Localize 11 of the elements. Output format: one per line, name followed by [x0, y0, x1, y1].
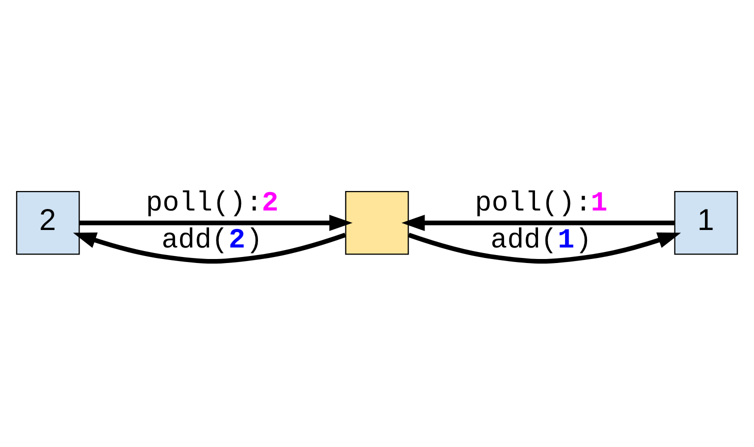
arrow [408, 232, 681, 264]
node-box: 2 [16, 191, 80, 255]
node-box [345, 191, 409, 255]
edge-label: poll():1 [474, 188, 608, 220]
node-box: 1 [674, 191, 738, 255]
edge-label: add(2) [161, 225, 263, 256]
arrow [402, 214, 675, 232]
arrow [80, 214, 353, 232]
edge-label: add(1) [490, 225, 592, 256]
arrow [73, 232, 346, 264]
edge-label: poll():2 [146, 188, 278, 220]
